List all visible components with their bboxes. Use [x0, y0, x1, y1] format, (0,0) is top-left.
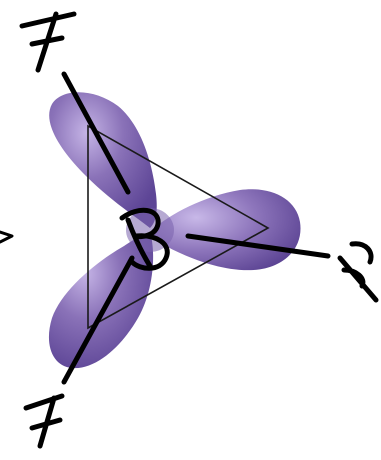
fluorine-right: F — [340, 244, 376, 300]
fluorine-lower-left: F — [26, 396, 62, 446]
orbital-lobe-upper — [49, 92, 157, 228]
fluorine-glyph-3 — [26, 396, 62, 446]
fluorine-upper-left: F — [22, 14, 74, 70]
fluorine-glyph-1 — [22, 14, 74, 70]
arrow-fragment — [0, 232, 12, 242]
fluorine-glyph-2 — [340, 244, 376, 300]
